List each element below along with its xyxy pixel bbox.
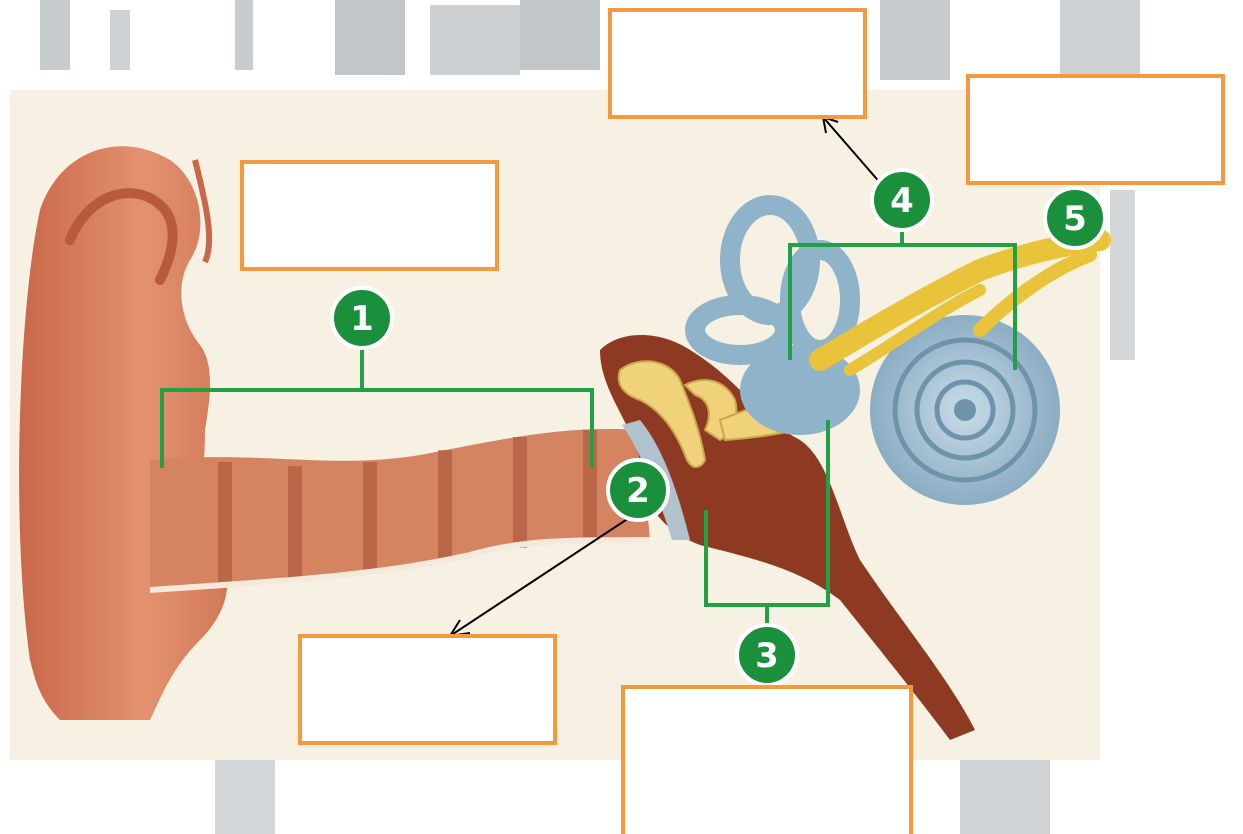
outer-ear (19, 146, 227, 720)
answer-box-bottom-left[interactable] (298, 634, 557, 745)
badge-3-label: 3 (755, 636, 779, 676)
badge-5-label: 5 (1063, 199, 1087, 239)
answer-box-top-center[interactable] (608, 8, 867, 119)
badge-2: 2 (608, 460, 668, 520)
badge-3: 3 (737, 625, 797, 685)
answer-box-top-right[interactable] (966, 74, 1225, 185)
badge-2-label: 2 (626, 471, 650, 511)
badge-5: 5 (1045, 188, 1105, 248)
badge-4-label: 4 (890, 181, 914, 221)
answer-box-bottom-center[interactable] (621, 685, 913, 834)
badge-1-label: 1 (350, 299, 374, 339)
badge-4: 4 (872, 170, 932, 230)
answer-box-top-left[interactable] (240, 160, 499, 271)
badge-1: 1 (332, 288, 392, 348)
